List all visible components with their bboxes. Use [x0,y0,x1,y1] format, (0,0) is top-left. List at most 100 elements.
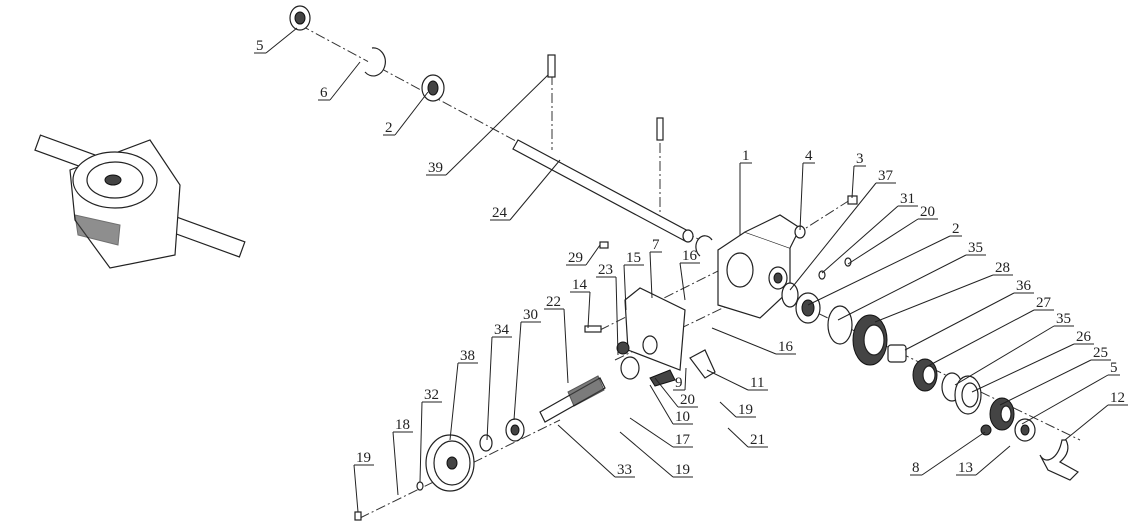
leader-line [904,292,1015,351]
leader-line [711,327,777,355]
leader-line [563,308,569,384]
callout-35: 35 [837,240,986,321]
leader-line [821,205,899,274]
callout-number: 31 [900,191,915,207]
leader-line [419,401,423,483]
callout-9: 9 [673,367,687,391]
callout-number: 10 [675,409,690,425]
callout-37: 37 [789,168,896,291]
callout-19: 19 [353,450,374,513]
callout-31: 31 [821,191,918,274]
callout-26: 26 [971,329,1094,393]
leader-line [486,336,493,441]
callout-29: 29 [566,244,601,266]
assembled-gearbox [34,134,246,269]
callout-38: 38 [449,348,478,441]
callout-number: 32 [424,387,439,403]
leader-line [353,464,359,513]
leader-line [807,235,951,306]
leader-line [445,74,549,176]
callout-number: 17 [675,432,691,448]
callout-28: 28 [874,260,1013,323]
callout-1: 1 [739,148,752,235]
leader-line [587,291,591,329]
callout-number: 11 [750,375,764,391]
leader-line [954,325,1055,386]
callout-16: 16 [679,248,700,301]
callout-number: 22 [546,294,561,310]
callout-2: 2 [383,91,429,136]
callout-number: 8 [912,460,920,476]
callout-15: 15 [623,250,644,311]
leader-line [392,431,399,496]
callout-number: 2 [385,120,393,136]
callout-39: 39 [426,74,549,176]
callout-11: 11 [706,369,768,391]
callout-number: 9 [675,375,683,391]
housing [717,214,801,319]
callout-number: 16 [682,248,698,264]
leader-line [684,367,687,391]
callout-number: 23 [598,262,613,278]
callout-number: 29 [568,250,583,266]
callout-18: 18 [392,417,413,496]
callout-5: 5 [254,27,298,54]
callout-number: 34 [494,322,510,338]
callout-number: 35 [1056,311,1071,327]
leader-line [789,182,877,291]
leader-line [847,218,919,265]
leader-line [513,321,522,421]
leader-line [851,165,855,199]
callout-number: 20 [680,392,695,408]
callout-5: 5 [1021,360,1120,425]
callout-19: 19 [719,401,756,418]
callout-number: 5 [1110,360,1118,376]
callout-number: 35 [968,240,983,256]
leader-line [874,274,994,323]
callout-number: 20 [920,204,935,220]
callout-number: 6 [320,85,328,101]
callout-3: 3 [851,151,866,199]
leader-line [999,359,1092,406]
leader-line [1064,404,1109,441]
callout-25: 25 [999,345,1111,406]
assembly-axes [299,24,1081,519]
callout-32: 32 [419,387,442,483]
callout-number: 25 [1093,345,1108,361]
leader-line [394,91,429,136]
callout-number: 26 [1076,329,1092,345]
leader-line [585,244,601,266]
leader-line [975,445,1011,476]
callout-number: 18 [395,417,410,433]
callout-number: 27 [1036,295,1052,311]
callout-13: 13 [956,445,1011,476]
leader-line [799,162,804,231]
leader-line [329,61,361,101]
leader-line [654,377,679,408]
callout-number: 19 [356,450,371,466]
callout-17: 17 [629,417,693,448]
callout-number: 24 [492,205,508,221]
callout-number: 7 [652,237,660,253]
leader-line [449,362,459,441]
callout-23: 23 [596,262,619,356]
callout-19: 19 [619,431,693,478]
leader-line [921,431,986,476]
worm-and-pulley [354,375,606,521]
leader-line [619,431,674,478]
callout-number: 39 [428,160,443,176]
leader-line [629,417,674,448]
callout-30: 30 [513,307,541,421]
callout-number: 33 [617,462,632,478]
callout-number: 28 [995,260,1010,276]
callout-number: 19 [675,462,690,478]
callout-number: 21 [750,432,765,448]
leader-line [1021,374,1109,425]
leader-line [727,427,749,448]
callout-24: 24 [490,159,561,221]
leader-line [615,276,619,356]
leader-line [927,309,1035,367]
callout-20: 20 [654,377,698,408]
